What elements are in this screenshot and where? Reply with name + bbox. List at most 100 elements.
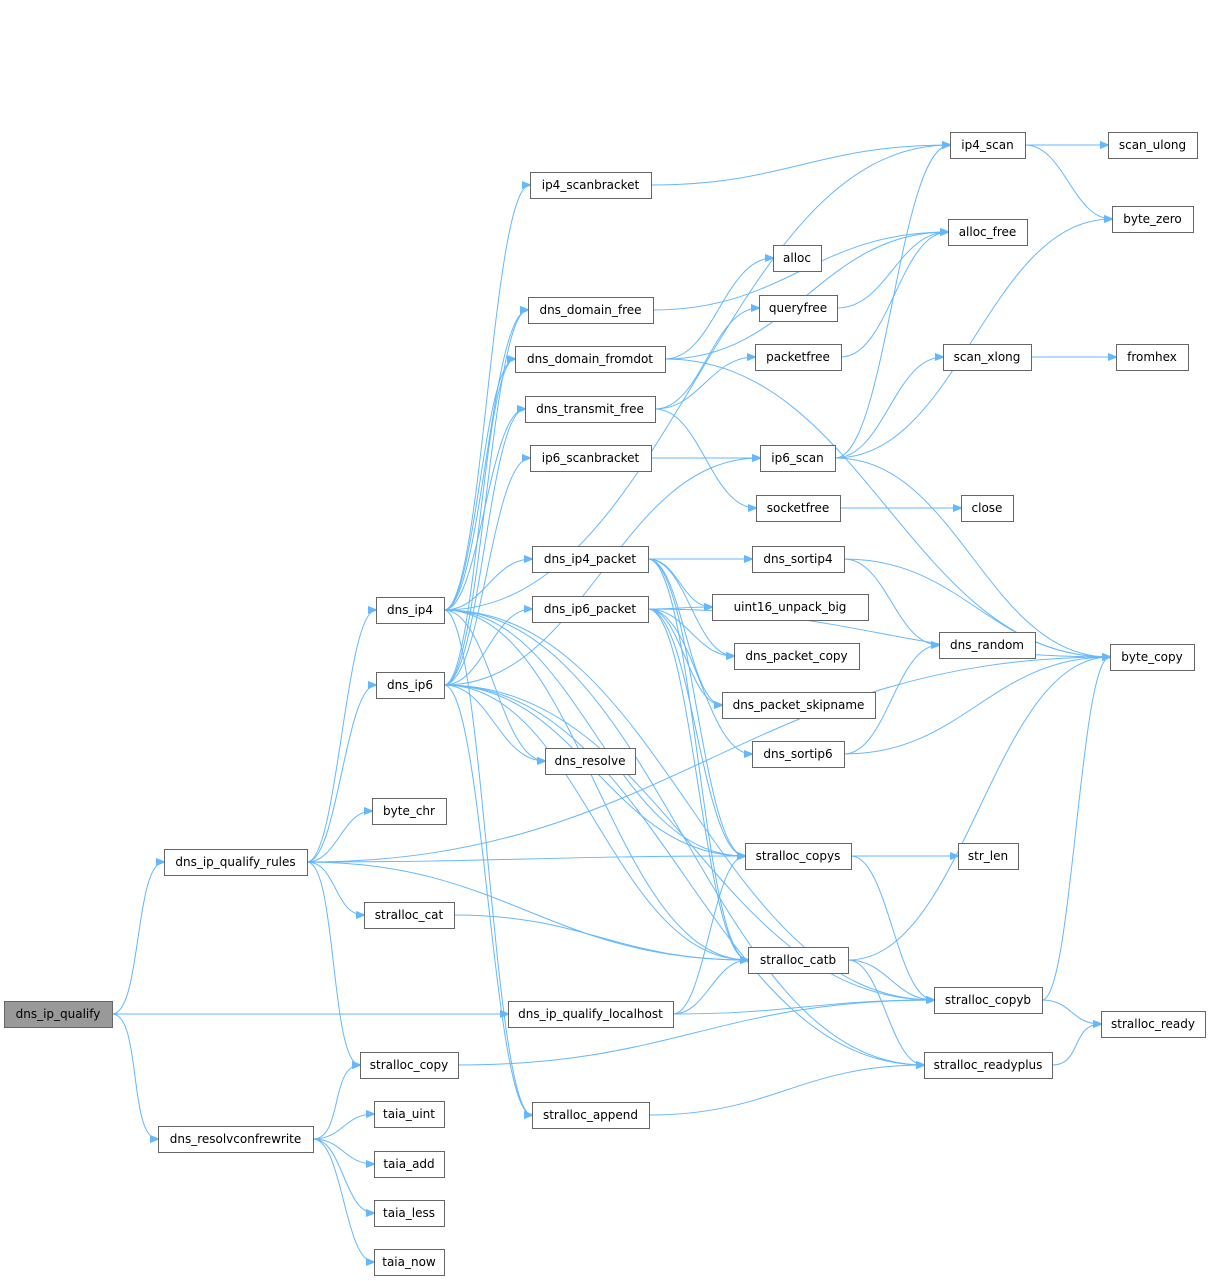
node-box[interactable] [374, 1200, 445, 1227]
node-taia-less[interactable]: taia_less [374, 1200, 445, 1227]
node-box[interactable] [752, 546, 845, 573]
node-box[interactable] [532, 596, 649, 623]
node-box[interactable] [374, 1101, 445, 1128]
node-dns-resolve[interactable]: dns_resolve [545, 748, 636, 775]
node-box[interactable] [1112, 206, 1194, 233]
node-box[interactable] [924, 1052, 1053, 1079]
node-stralloc-copyb[interactable]: stralloc_copyb [934, 987, 1043, 1014]
node-scan-ulong[interactable]: scan_ulong [1108, 132, 1198, 159]
node-stralloc-copys[interactable]: stralloc_copys [745, 843, 852, 870]
node-taia-add[interactable]: taia_add [374, 1151, 445, 1178]
node-box[interactable] [374, 1151, 445, 1178]
node-box[interactable] [376, 672, 445, 699]
node-dns-domain-fromdot[interactable]: dns_domain_fromdot [515, 346, 666, 373]
node-box[interactable] [530, 445, 652, 472]
node-stralloc-append[interactable]: stralloc_append [532, 1102, 650, 1129]
node-dns-ip-qualify[interactable]: dns_ip_qualify [4, 1001, 113, 1028]
node-byte-zero[interactable]: byte_zero [1112, 206, 1194, 233]
node-dns-domain-free[interactable]: dns_domain_free [528, 297, 654, 324]
node-dns-ip-qualify-rules[interactable]: dns_ip_qualify_rules [164, 849, 308, 876]
node-uint16-unpack-big[interactable]: uint16_unpack_big [712, 594, 869, 621]
node-box[interactable] [4, 1001, 113, 1028]
edge-dns-ip-qualify-rules-to-stralloc-copy [306, 861, 360, 1065]
node-dns-ip4[interactable]: dns_ip4 [376, 597, 445, 624]
node-dns-sortip4[interactable]: dns_sortip4 [752, 546, 845, 573]
node-box[interactable] [722, 692, 876, 719]
node-box[interactable] [515, 346, 666, 373]
node-box[interactable] [745, 843, 852, 870]
node-box[interactable] [528, 297, 654, 324]
node-alloc-free[interactable]: alloc_free [948, 219, 1028, 246]
node-label: scan_ulong [1119, 138, 1186, 152]
node-stralloc-readyplus[interactable]: stralloc_readyplus [924, 1052, 1053, 1079]
node-box[interactable] [943, 344, 1032, 371]
node-box[interactable] [164, 849, 308, 876]
node-box[interactable] [376, 597, 445, 624]
node-queryfree[interactable]: queryfree [759, 295, 838, 322]
node-stralloc-cat[interactable]: stralloc_cat [364, 902, 455, 929]
node-box[interactable] [364, 902, 455, 929]
node-box[interactable] [1116, 344, 1189, 371]
node-dns-ip-qualify-localhost[interactable]: dns_ip_qualify_localhost [508, 1001, 674, 1028]
node-box[interactable] [158, 1126, 314, 1153]
node-box[interactable] [545, 748, 636, 775]
node-taia-uint[interactable]: taia_uint [374, 1101, 445, 1128]
node-box[interactable] [755, 344, 842, 371]
node-ip4-scan[interactable]: ip4_scan [950, 132, 1026, 159]
node-dns-random[interactable]: dns_random [939, 632, 1036, 659]
node-box[interactable] [1110, 644, 1195, 671]
node-str-len[interactable]: str_len [958, 843, 1019, 870]
node-box[interactable] [748, 947, 849, 974]
node-box[interactable] [734, 643, 860, 670]
node-dns-packet-copy[interactable]: dns_packet_copy [734, 643, 860, 670]
node-box[interactable] [1108, 132, 1198, 159]
node-ip6-scanbracket[interactable]: ip6_scanbracket [530, 445, 652, 472]
node-stralloc-ready[interactable]: stralloc_ready [1101, 1011, 1206, 1038]
node-box[interactable] [961, 495, 1014, 522]
node-dns-ip4-packet[interactable]: dns_ip4_packet [532, 546, 649, 573]
node-box[interactable] [372, 798, 447, 825]
node-dns-ip6-packet[interactable]: dns_ip6_packet [532, 596, 649, 623]
node-label: stralloc_copy [370, 1058, 449, 1072]
node-stralloc-catb[interactable]: stralloc_catb [748, 947, 849, 974]
node-packetfree[interactable]: packetfree [755, 344, 842, 371]
node-fromhex[interactable]: fromhex [1116, 344, 1189, 371]
node-dns-resolvconfrewrite[interactable]: dns_resolvconfrewrite [158, 1126, 314, 1153]
node-dns-transmit-free[interactable]: dns_transmit_free [525, 396, 656, 423]
node-box[interactable] [532, 546, 649, 573]
node-box[interactable] [1101, 1011, 1206, 1038]
node-box[interactable] [934, 987, 1043, 1014]
node-dns-packet-skipname[interactable]: dns_packet_skipname [722, 692, 876, 719]
node-box[interactable] [948, 219, 1028, 246]
node-taia-now[interactable]: taia_now [374, 1249, 445, 1276]
node-socketfree[interactable]: socketfree [756, 495, 841, 522]
node-box[interactable] [525, 396, 656, 423]
node-dns-sortip6[interactable]: dns_sortip6 [752, 741, 845, 768]
node-box[interactable] [508, 1001, 674, 1028]
node-box[interactable] [958, 843, 1019, 870]
node-ip6-scan[interactable]: ip6_scan [760, 445, 836, 472]
node-label: byte_copy [1121, 650, 1182, 664]
node-box[interactable] [752, 741, 845, 768]
node-box[interactable] [756, 495, 841, 522]
node-box[interactable] [532, 1102, 650, 1129]
node-box[interactable] [950, 132, 1026, 159]
node-box[interactable] [759, 295, 838, 322]
node-box[interactable] [773, 245, 822, 272]
node-box[interactable] [374, 1249, 445, 1276]
node-byte-chr[interactable]: byte_chr [372, 798, 447, 825]
node-stralloc-copy[interactable]: stralloc_copy [360, 1052, 459, 1079]
node-byte-copy[interactable]: byte_copy [1110, 644, 1195, 671]
node-dns-ip6[interactable]: dns_ip6 [376, 672, 445, 699]
node-label: dns_ip_qualify_localhost [518, 1007, 663, 1021]
node-scan-xlong[interactable]: scan_xlong [943, 344, 1032, 371]
node-ip4-scanbracket[interactable]: ip4_scanbracket [530, 172, 652, 199]
node-box[interactable] [360, 1052, 459, 1079]
node-alloc[interactable]: alloc [773, 245, 822, 272]
node-close[interactable]: close [961, 495, 1014, 522]
node-box[interactable] [712, 594, 869, 621]
node-box[interactable] [939, 632, 1036, 659]
edge-stralloc-copys-to-stralloc-copyb [850, 855, 934, 1000]
node-box[interactable] [760, 445, 836, 472]
node-box[interactable] [530, 172, 652, 199]
